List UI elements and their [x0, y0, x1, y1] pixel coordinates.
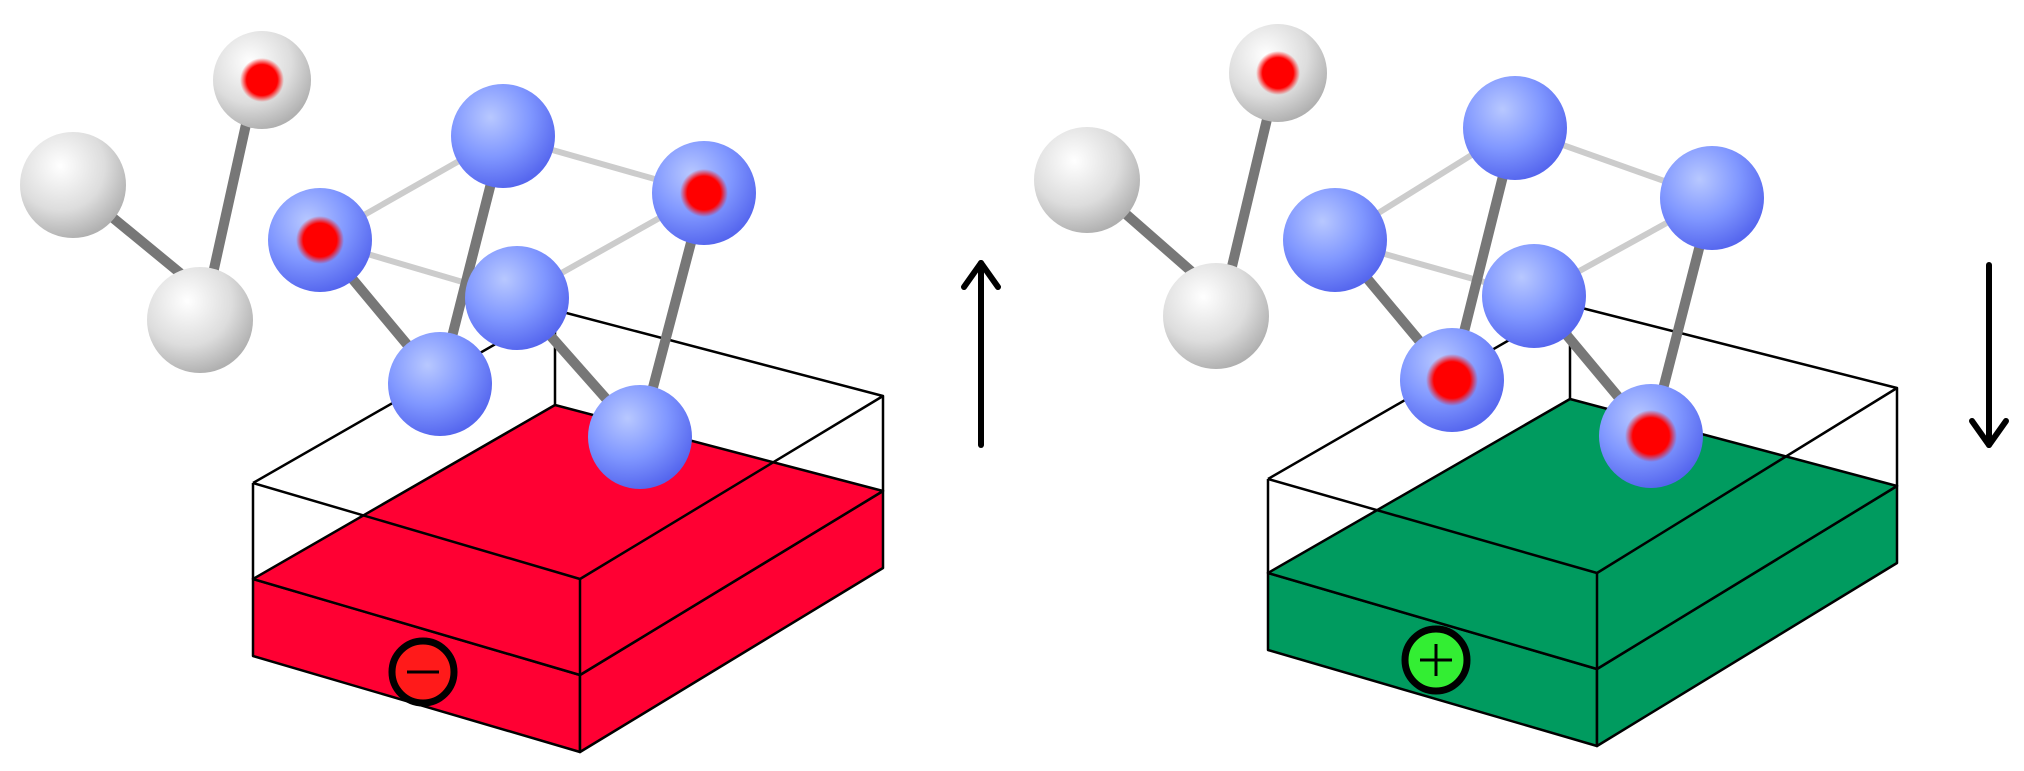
red-core [1625, 410, 1677, 462]
grey-atom [147, 267, 253, 373]
arrow-down-icon [1969, 262, 2009, 448]
red-core [296, 216, 344, 264]
red-core [240, 58, 284, 102]
positive-charge-icon [1401, 625, 1471, 695]
grey-atom [1034, 127, 1140, 233]
blue-atom [1283, 188, 1387, 292]
blue-atom [1660, 146, 1764, 250]
right-panel [1034, 24, 2009, 748]
grey-atom [1163, 263, 1269, 369]
blue-atom [451, 84, 555, 188]
right-grey-chain [1034, 24, 1327, 369]
right-lattice [1283, 76, 1764, 488]
red-core [1426, 354, 1478, 406]
left-slab [251, 308, 885, 754]
blue-atom [1463, 76, 1567, 180]
arrow-up-icon [961, 260, 1001, 448]
blue-atom [1482, 244, 1586, 348]
left-grey-chain [20, 31, 311, 373]
red-core [1256, 51, 1300, 95]
left-lattice [268, 84, 756, 489]
right-slab [1266, 303, 1899, 748]
blue-atom [588, 385, 692, 489]
grey-atom [20, 132, 126, 238]
left-panel [20, 31, 1001, 754]
negative-charge-icon [388, 637, 458, 707]
red-core [680, 169, 728, 217]
blue-atom [388, 332, 492, 436]
blue-atom [465, 246, 569, 350]
